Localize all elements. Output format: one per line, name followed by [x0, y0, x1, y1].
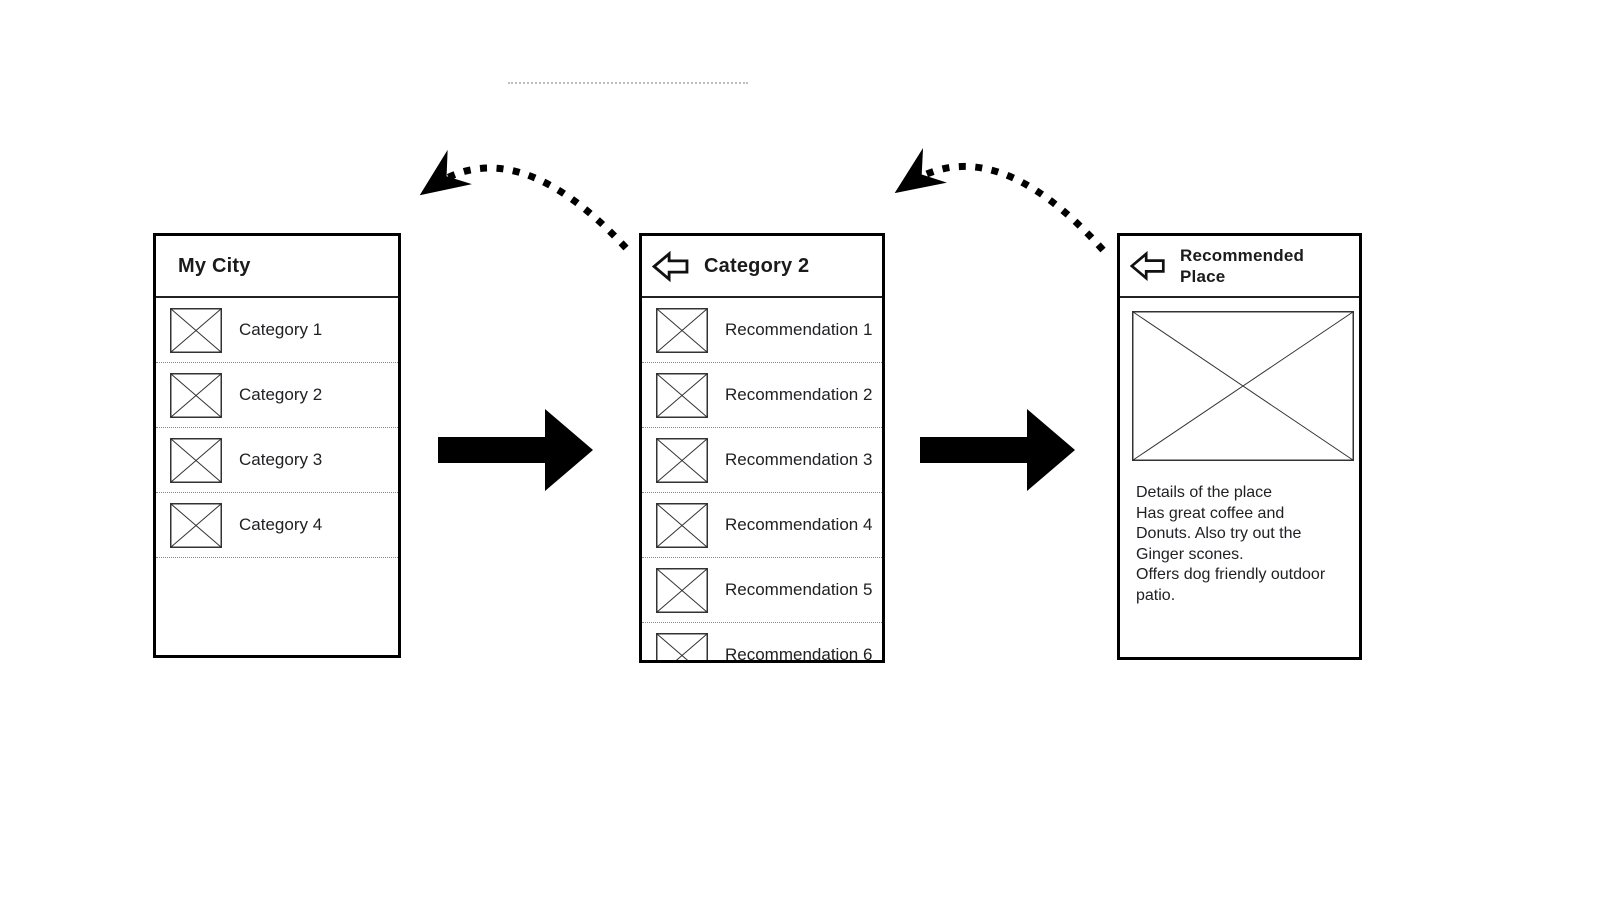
image-placeholder-icon [170, 437, 222, 483]
place-details-text: Details of the place Has great coffee an… [1136, 484, 1326, 604]
screen-my-city: My City Category 1 Category 2 Category 3 [153, 233, 401, 658]
image-placeholder-icon [656, 372, 708, 418]
list-item-label: Category 3 [239, 450, 323, 469]
image-placeholder-icon [170, 502, 222, 548]
list-item-recommendation-5[interactable]: Recommendation 5 [642, 558, 882, 623]
recommendation-list: Recommendation 1 Recommendation 2 Recomm… [642, 298, 882, 663]
list-item-category-1[interactable]: Category 1 [156, 298, 398, 363]
image-placeholder-icon [656, 567, 708, 613]
image-placeholder-icon [656, 437, 708, 483]
list-item-label: Category 1 [239, 320, 323, 339]
forward-arrow-mycity-to-category-icon [438, 409, 593, 491]
list-item-label: Recommendation 3 [725, 450, 873, 469]
list-item-recommendation-6[interactable]: Recommendation 6 [642, 623, 882, 663]
list-item-label: Category 2 [239, 385, 323, 404]
my-city-title: My City [178, 254, 251, 277]
category-2-header: Category 2 [642, 236, 882, 298]
list-item-recommendation-4[interactable]: Recommendation 4 [642, 493, 882, 558]
recommended-place-header: Recommended Place [1120, 236, 1359, 298]
faint-dotted-guide-line [508, 82, 748, 84]
screen-recommended-place: Recommended Place Details of the place H… [1117, 233, 1362, 660]
back-arrow-icon[interactable] [652, 250, 690, 282]
list-item-recommendation-2[interactable]: Recommendation 2 [642, 363, 882, 428]
back-arc-place-to-category-icon [894, 148, 1106, 253]
list-item-label: Recommendation 6 [725, 645, 873, 663]
image-placeholder-icon [170, 307, 222, 353]
recommended-place-title: Recommended Place [1180, 246, 1305, 286]
image-placeholder-icon [170, 372, 222, 418]
category-2-title: Category 2 [704, 254, 810, 277]
forward-arrow-category-to-place-icon [920, 409, 1075, 491]
category-list: Category 1 Category 2 Category 3 Categor… [156, 298, 398, 558]
list-item-recommendation-3[interactable]: Recommendation 3 [642, 428, 882, 493]
my-city-header: My City [156, 236, 398, 298]
image-placeholder-icon [656, 307, 708, 353]
image-placeholder-icon [1132, 311, 1354, 461]
list-item-category-2[interactable]: Category 2 [156, 363, 398, 428]
list-item-recommendation-1[interactable]: Recommendation 1 [642, 298, 882, 363]
list-item-label: Recommendation 1 [725, 320, 873, 339]
list-item-category-4[interactable]: Category 4 [156, 493, 398, 558]
list-item-label: Recommendation 4 [725, 515, 873, 534]
back-arrow-icon[interactable] [1130, 251, 1166, 281]
screen-category-2: Category 2 Recommendation 1 Recommendati… [639, 233, 885, 663]
list-item-label: Recommendation 5 [725, 580, 873, 599]
image-placeholder-icon [656, 502, 708, 548]
list-item-category-3[interactable]: Category 3 [156, 428, 398, 493]
place-body: Details of the place Has great coffee an… [1120, 298, 1359, 606]
image-placeholder-icon [656, 632, 708, 660]
back-arc-category-to-mycity-icon [419, 149, 629, 251]
list-item-label: Recommendation 2 [725, 385, 873, 404]
list-item-label: Category 4 [239, 515, 323, 534]
